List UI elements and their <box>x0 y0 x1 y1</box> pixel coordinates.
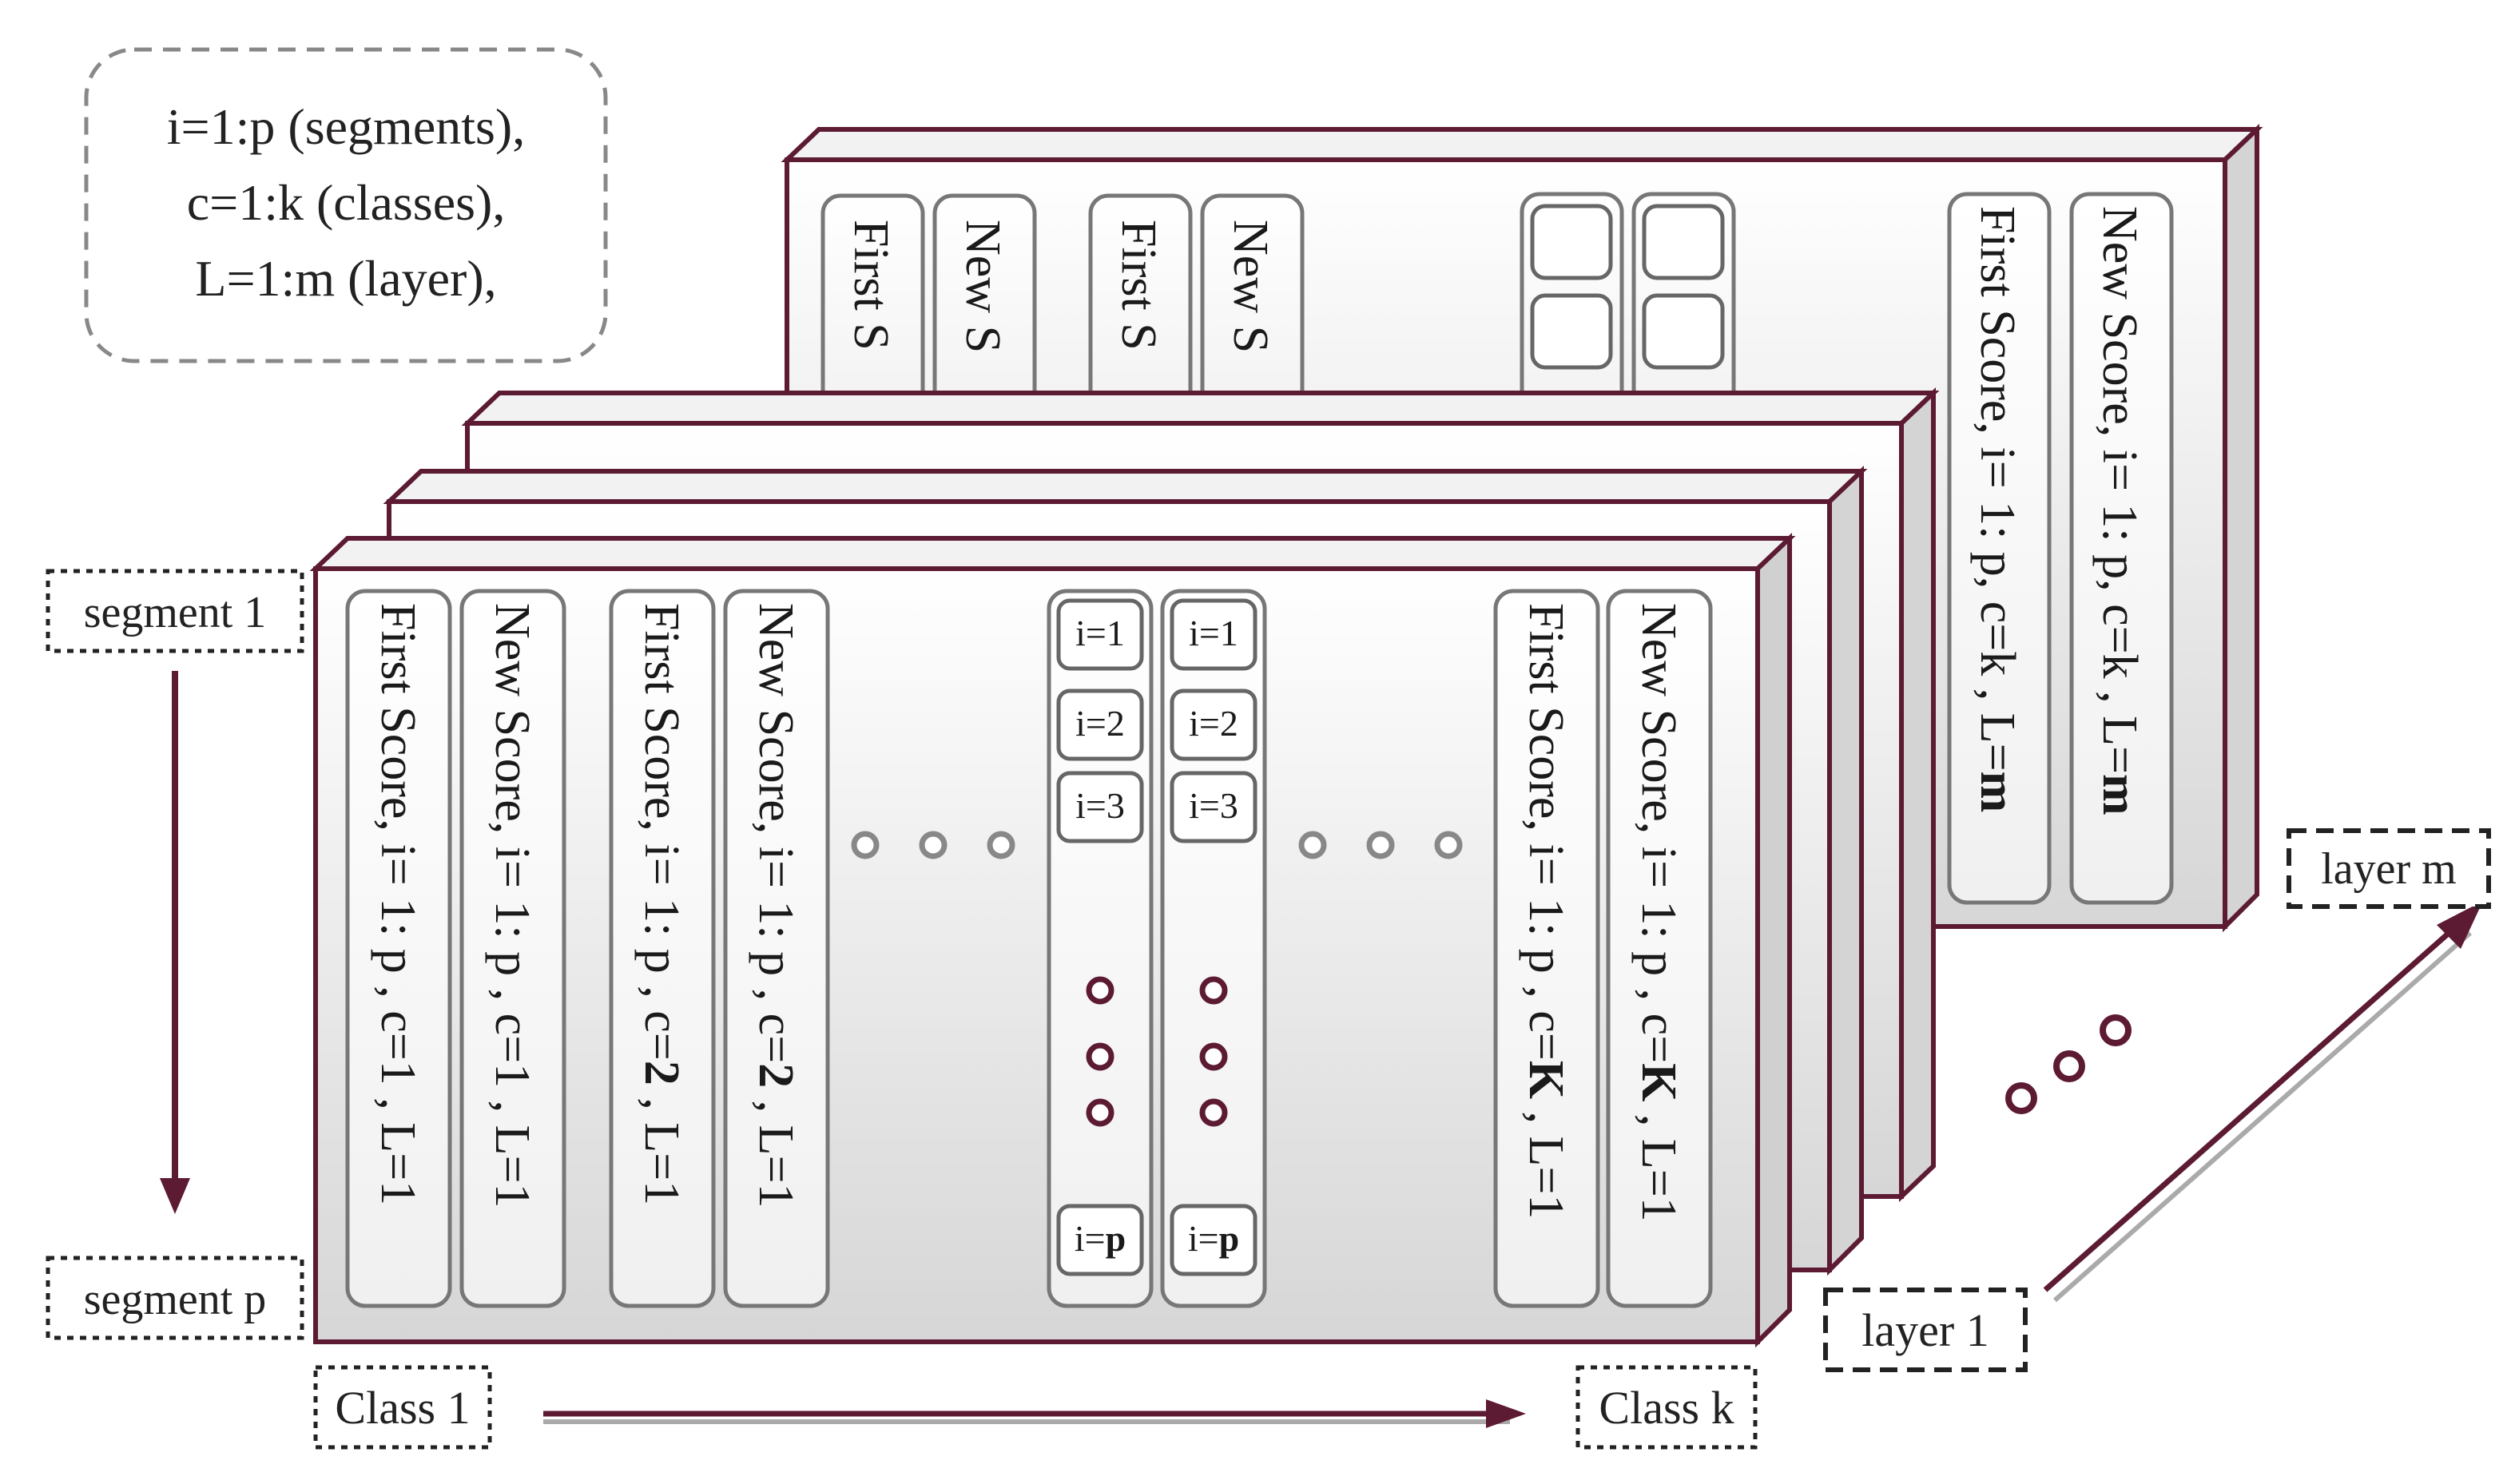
class-k-label-box: Class k <box>1575 1365 1758 1450</box>
svg-text:i=1: i=1 <box>1075 613 1125 653</box>
layer-m-label-box: layer m <box>2287 828 2491 909</box>
segment-cell-p-b: i=p <box>1170 1204 1258 1276</box>
svg-text:i=1: i=1 <box>1189 613 1238 653</box>
column-ellipsis-right <box>1298 831 1463 859</box>
legend-line-classes: c=1:k (classes), <box>187 174 506 231</box>
back-column-first-score-m-label: First Score, i= 1: p, c=k , L=m <box>1970 206 2024 812</box>
front-column-new-score-c1: New Score, i= 1: p , c=1 , L=1 <box>459 589 566 1308</box>
segment-ellipsis-first <box>1086 976 1114 1127</box>
segment-p-label: segment p <box>84 1275 267 1324</box>
segment-p-label-box: segment p <box>46 1256 304 1340</box>
class-1-label-box: Class 1 <box>313 1365 492 1450</box>
front-column-new-score-c2: New Score, i= 1: p , c=2 , L=1 <box>723 589 830 1308</box>
legend-box: i=1:p (segments), c=1:k (classes), L=1:m… <box>84 47 608 363</box>
segment-1-label-box: segment 1 <box>46 569 304 653</box>
back-column-cut-2: New S <box>932 193 1037 454</box>
legend-line-segments: i=1:p (segments), <box>167 98 525 155</box>
segment-column-first: i=1 i=2 i=3 i=p <box>1047 589 1154 1308</box>
back-segment-column-2 <box>1631 192 1736 452</box>
back-column-cut-4: New S <box>1200 193 1305 454</box>
front-column-first-score-c1: First Score, i= 1: p , c=1 , L=1 <box>345 589 452 1308</box>
layer-axis-arrow <box>2043 901 2483 1303</box>
svg-text:i=3: i=3 <box>1075 785 1125 826</box>
svg-text:i=p: i=p <box>1075 1218 1126 1259</box>
segment-cell-p: i=p <box>1056 1204 1144 1276</box>
front-column-first-score-c1-label: First Score, i= 1: p , c=1 , L=1 <box>371 603 425 1205</box>
front-column-first-score-ck: First Score, i= 1: p , c=K , L=1 <box>1493 589 1600 1308</box>
front-column-new-score-ck-label: New Score, i= 1: p , c=K , L=1 <box>1631 603 1686 1222</box>
class-1-label: Class 1 <box>335 1382 470 1434</box>
layer-1-label-box: layer 1 <box>1823 1288 2028 1372</box>
segment-ellipsis-second <box>1199 976 1228 1127</box>
legend-line-layers: L=1:m (layer), <box>195 250 496 307</box>
segment-cell-3: i=3 <box>1056 771 1144 843</box>
back-column-cut-2-label: New S <box>956 220 1010 353</box>
front-column-new-score-c1-label: New Score, i= 1: p , c=1 , L=1 <box>485 603 539 1208</box>
front-column-new-score-c2-label: New Score, i= 1: p , c=2 , L=1 <box>749 603 803 1208</box>
back-column-new-score-m: New Score, i= 1: p, c=k , L=m <box>2069 192 2174 905</box>
front-column-first-score-c2: First Score, i= 1: p , c=2 , L=1 <box>609 589 716 1308</box>
front-column-first-score-c2-label: First Score, i= 1: p , c=2 , L=1 <box>634 603 689 1205</box>
back-column-first-score-m: First Score, i= 1: p, c=k , L=m <box>1947 192 2052 905</box>
back-column-cut-3-label: First S <box>1111 220 1166 351</box>
layer-1-panel: First Score, i= 1: p , c=1 , L=1 New Sco… <box>309 533 1796 1348</box>
svg-text:i=2: i=2 <box>1075 703 1125 744</box>
segment-cell-2: i=2 <box>1056 688 1144 761</box>
svg-text:i=p: i=p <box>1188 1218 1239 1259</box>
segment-cell-1-b: i=1 <box>1170 598 1258 671</box>
class-axis-arrow <box>543 1399 1526 1428</box>
segment-column-second: i=1 i=2 i=3 i=p <box>1160 589 1267 1308</box>
back-column-cut-1-label: First S <box>844 220 898 351</box>
back-column-new-score-m-label: New Score, i= 1: p, c=k , L=m <box>2092 206 2147 815</box>
layer-ellipsis <box>2005 1014 2132 1114</box>
back-column-cut-4-label: New S <box>1223 220 1277 353</box>
segment-cell-2-b: i=2 <box>1170 688 1258 761</box>
svg-text:i=3: i=3 <box>1189 785 1238 826</box>
class-k-label: Class k <box>1599 1382 1734 1434</box>
segment-cell-3-b: i=3 <box>1170 771 1258 843</box>
segment-cell-1: i=1 <box>1056 598 1144 671</box>
front-column-first-score-ck-label: First Score, i= 1: p , c=K , L=1 <box>1519 603 1573 1219</box>
segment-1-label: segment 1 <box>84 588 267 637</box>
layer-m-label: layer m <box>2321 844 2456 894</box>
svg-text:i=2: i=2 <box>1189 703 1238 744</box>
back-column-cut-3: First S <box>1088 193 1193 454</box>
layer-1-label: layer 1 <box>1861 1304 1989 1356</box>
back-column-cut-1: First S <box>820 193 925 454</box>
segment-axis-arrowhead <box>160 1178 190 1214</box>
front-column-new-score-ck: New Score, i= 1: p , c=K , L=1 <box>1606 589 1713 1308</box>
back-segment-column-1 <box>1520 192 1624 452</box>
column-ellipsis-left <box>851 831 1015 859</box>
